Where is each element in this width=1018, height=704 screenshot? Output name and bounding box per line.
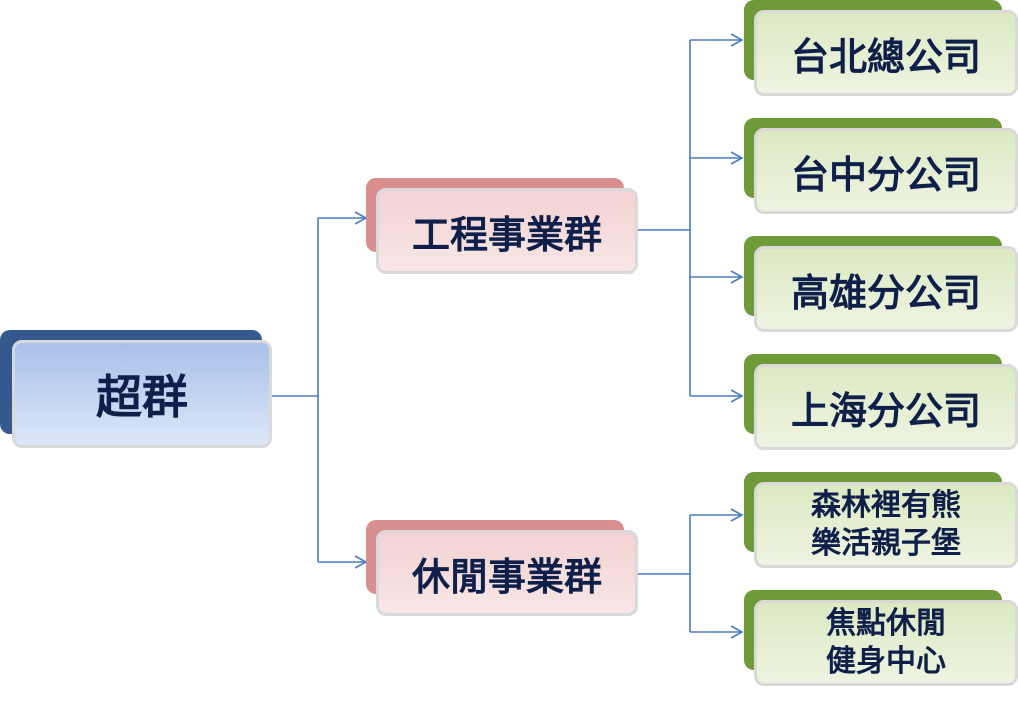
group-node-box: 休閒事業群 — [376, 530, 638, 616]
root-label: 超群 — [96, 370, 188, 424]
leaf-label: 台中分公司 — [790, 152, 981, 197]
leaf-label-line1: 焦點休閒 — [826, 606, 946, 641]
leaf-label-line2: 樂活親子堡 — [811, 526, 961, 561]
connector-engineering-trunk — [636, 40, 691, 396]
group-label: 休閒事業群 — [411, 554, 602, 599]
leaf-label-line1: 森林裡有熊 — [811, 488, 961, 523]
connector-root-trunk — [272, 218, 319, 562]
leaf-node-box: 森林裡有熊 樂活親子堡 — [754, 482, 1018, 568]
leaf-node-box: 台中分公司 — [754, 128, 1018, 214]
group-label: 工程事業群 — [411, 212, 602, 257]
leaf-node-box: 台北總公司 — [754, 10, 1018, 96]
leaf-label: 上海分公司 — [790, 388, 981, 433]
group-node-box: 工程事業群 — [376, 188, 638, 274]
leaf-node-box: 焦點休閒 健身中心 — [754, 600, 1018, 686]
leaf-node-box: 上海分公司 — [754, 364, 1018, 450]
root-node-box: 超群 — [12, 340, 272, 448]
leaf-node-box: 高雄分公司 — [754, 246, 1018, 332]
leaf-label: 台北總公司 — [790, 34, 981, 79]
leaf-label: 高雄分公司 — [790, 270, 981, 315]
leaf-label-line2: 健身中心 — [826, 644, 946, 679]
connector-leisure-trunk — [636, 515, 691, 632]
